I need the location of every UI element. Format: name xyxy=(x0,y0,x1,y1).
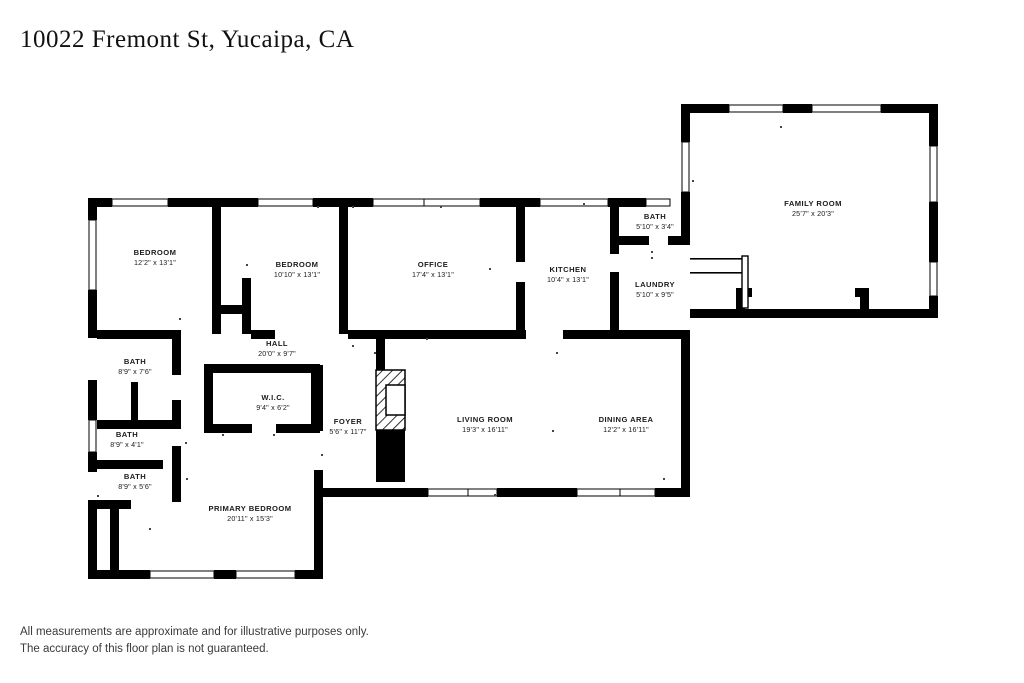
window-group-bottom-left xyxy=(149,570,296,579)
disclaimer: All measurements are approximate and for… xyxy=(20,624,369,658)
window-family-right xyxy=(929,145,938,297)
connector-passage xyxy=(690,255,749,309)
disclaimer-line-1: All measurements are approximate and for… xyxy=(20,626,369,638)
door-swing-marks xyxy=(97,126,782,530)
window-group-bottom-right xyxy=(427,488,656,497)
window-group-family-top xyxy=(728,104,882,113)
window-family-left xyxy=(681,141,690,193)
disclaimer-line-2: The accuracy of this floor plan is not g… xyxy=(20,643,269,655)
window-group-left xyxy=(88,219,97,453)
window-group-top xyxy=(111,198,609,207)
page-title: 10022 Fremont St, Yucaipa, CA xyxy=(20,26,355,53)
walls-family-room xyxy=(681,104,938,318)
window-bath-top xyxy=(645,198,671,207)
walls-main-house xyxy=(88,198,690,579)
